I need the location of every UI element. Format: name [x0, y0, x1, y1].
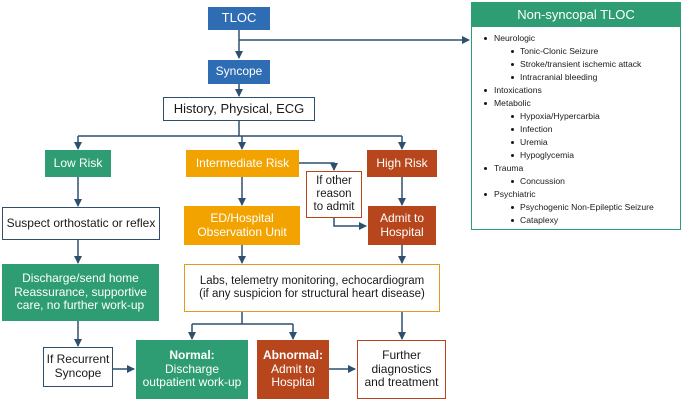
node-high-risk: High Risk	[367, 150, 437, 177]
arrow-ifother-admit	[333, 218, 367, 230]
node-if-recurrent: If Recurrent Syncope	[43, 347, 113, 387]
node-low-risk: Low Risk	[45, 150, 111, 177]
node-low-risk-label: Low Risk	[53, 155, 103, 170]
list-item: Psychogenic Non-Epileptic Seizure	[472, 201, 680, 214]
node-normal-line-1: Discharge	[164, 361, 220, 376]
list-item: Hypoxia/Hypercarbia	[472, 110, 680, 123]
list-item: Cataplexy	[472, 214, 680, 227]
node-normal: Normal: Discharge outpatient work-up	[136, 340, 248, 399]
node-ed-line-1: ED/Hospital	[210, 210, 274, 225]
node-further: Further diagnostics and treatment	[357, 340, 446, 399]
node-further-line-2: diagnostics	[371, 361, 432, 376]
node-discharge-line-3: care, no further work-up	[16, 298, 145, 313]
node-labs-line-1: Labs, telemetry monitoring, echocardiogr…	[199, 274, 425, 287]
list-item: Hypoglycemia	[472, 149, 680, 162]
list-item: Concussion	[472, 175, 680, 188]
node-high-risk-label: High Risk	[376, 155, 428, 170]
category-neurologic: Neurologic	[472, 32, 680, 45]
node-if-other-line-3: to admit	[313, 201, 355, 214]
node-further-line-1: Further	[382, 347, 421, 362]
node-normal-title: Normal:	[169, 347, 215, 362]
node-history: History, Physical, ECG	[163, 97, 315, 121]
node-admit-high: Admit to Hospital	[368, 206, 436, 245]
node-suspect: Suspect orthostatic or reflex	[2, 207, 160, 240]
non-syncopal-title: Non-syncopal TLOC	[472, 3, 680, 27]
node-labs: Labs, telemetry monitoring, echocardiogr…	[184, 264, 440, 312]
arrow-intermediate-ifother	[299, 162, 338, 171]
node-abnormal: Abnormal: Admit to Hospital	[257, 340, 329, 399]
node-normal-line-2: outpatient work-up	[142, 375, 242, 390]
node-syncope: Syncope	[208, 60, 270, 84]
node-suspect-label: Suspect orthostatic or reflex	[6, 215, 156, 230]
node-tloc: TLOC	[208, 7, 270, 30]
node-tloc-label: TLOC	[221, 10, 257, 26]
non-syncopal-panel: Non-syncopal TLOC Neurologic Tonic-Cloni…	[471, 2, 681, 230]
list-item: Tonic-Clonic Seizure	[472, 45, 680, 58]
node-syncope-label: Syncope	[215, 64, 263, 79]
non-syncopal-list: Neurologic Tonic-Clonic Seizure Stroke/t…	[472, 27, 680, 227]
category-psychiatric: Psychiatric	[472, 188, 680, 201]
node-history-label: History, Physical, ECG	[173, 100, 305, 116]
list-item: Infection	[472, 123, 680, 136]
list-item: Intracranial bleeding	[472, 71, 680, 84]
node-labs-line-2: (if any suspicion for structural heart d…	[199, 288, 425, 300]
node-if-other-line-1: If other	[316, 174, 352, 187]
node-discharge-line-1: Discharge/send home	[22, 270, 139, 285]
node-ed-observation: ED/Hospital Observation Unit	[184, 206, 300, 245]
category-intoxications: Intoxications	[472, 84, 680, 97]
category-metabolic: Metabolic	[472, 97, 680, 110]
node-if-recurrent-line-2: Syncope	[54, 366, 102, 380]
node-intermediate-risk: Intermediate Risk	[186, 150, 299, 177]
node-further-line-3: and treatment	[364, 375, 439, 390]
node-discharge-line-2: Reassurance, supportive	[14, 284, 147, 299]
node-admit-high-line-1: Admit to	[379, 210, 424, 225]
category-trauma: Trauma	[472, 162, 680, 175]
list-item: Stroke/transient ischemic attack	[472, 58, 680, 71]
node-if-other-line-2: reason	[316, 187, 352, 200]
node-if-other-reason: If other reason to admit	[306, 171, 362, 218]
node-abnormal-title: Abnormal:	[263, 347, 323, 362]
list-item: Uremia	[472, 136, 680, 149]
node-abnormal-line-1: Admit to	[270, 361, 315, 376]
node-if-recurrent-line-1: If Recurrent	[46, 352, 110, 367]
node-admit-high-line-2: Hospital	[380, 224, 424, 239]
node-abnormal-line-2: Hospital	[271, 375, 315, 390]
node-discharge: Discharge/send home Reassurance, support…	[2, 264, 159, 321]
node-intermediate-risk-label: Intermediate Risk	[195, 155, 290, 170]
node-ed-line-2: Observation Unit	[197, 224, 287, 239]
